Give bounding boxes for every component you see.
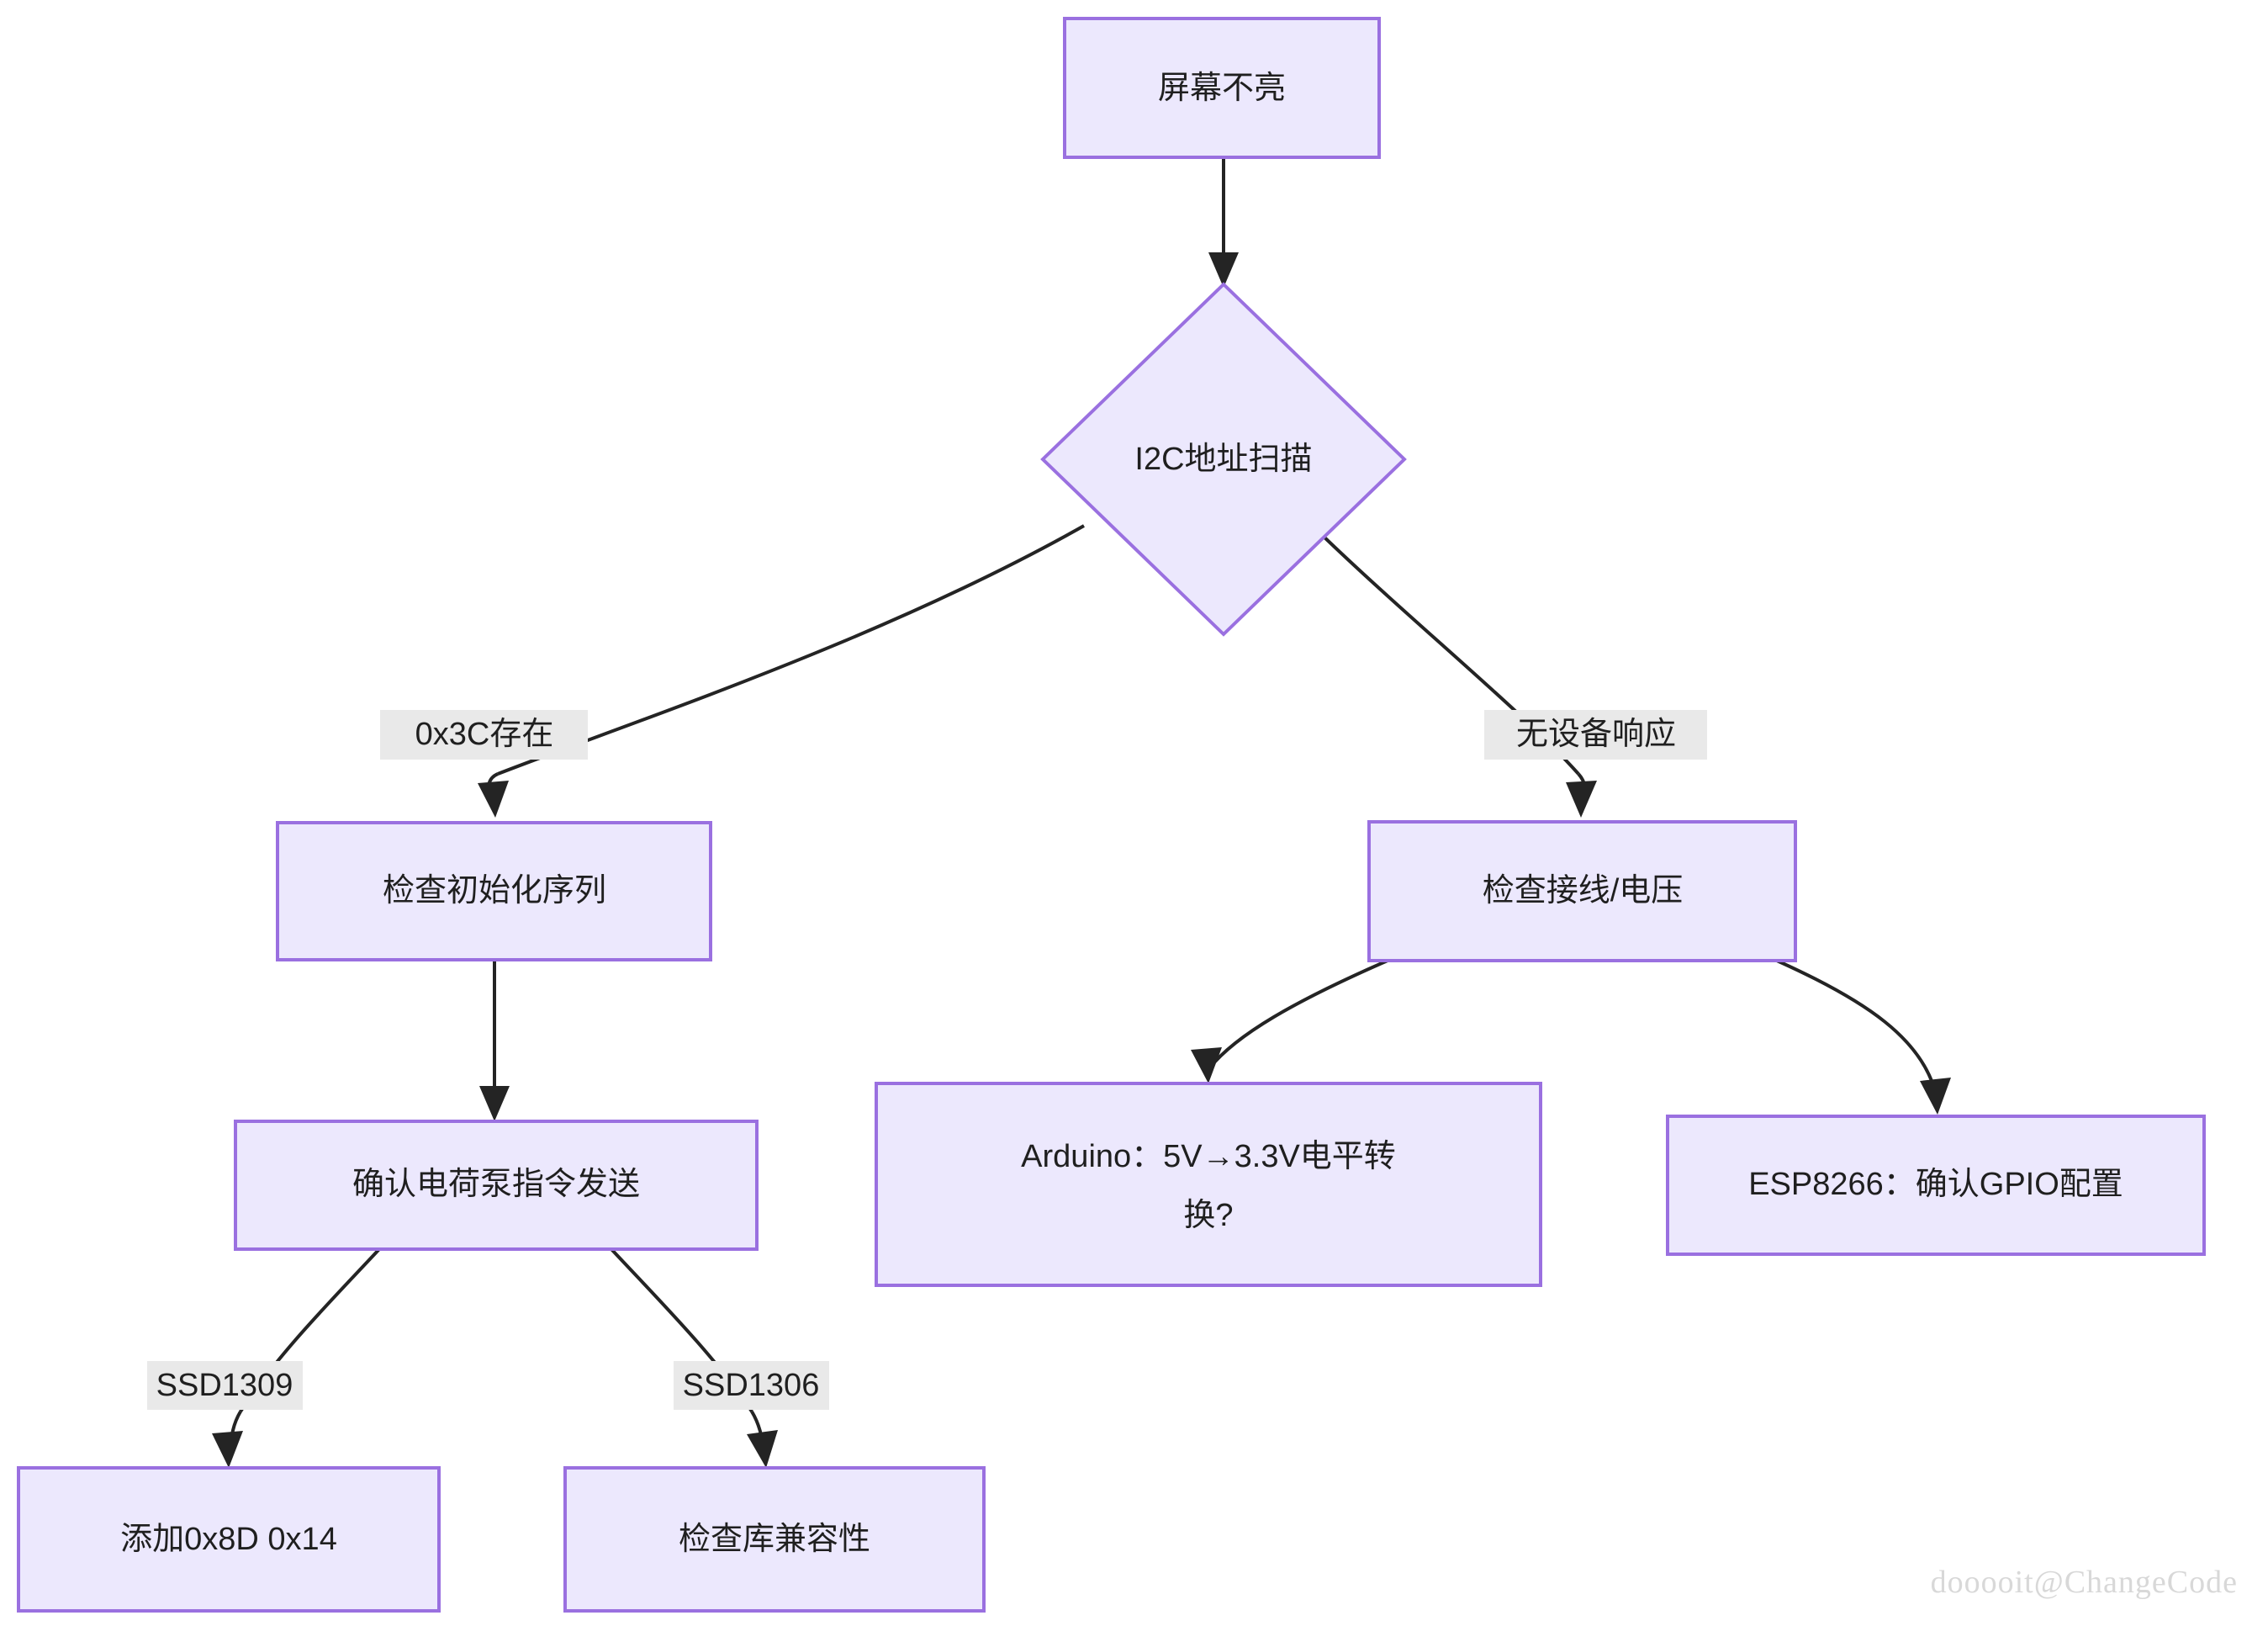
edge-scan-to-init — [478, 524, 1085, 818]
node-screen-not-lit[interactable]: 屏幕不亮 — [1063, 17, 1381, 159]
node-check-lib-compat[interactable]: 检查库兼容性 — [563, 1466, 986, 1613]
node-label-i2c-address-scan: I2C地址扫描 — [1134, 442, 1312, 477]
node-label-check-lib-compat: 检查库兼容性 — [679, 1522, 870, 1557]
edge-label-no-device-response: 无设备响应 — [1484, 710, 1707, 760]
edge-wiring-to-arduino — [1191, 959, 1388, 1083]
node-label-screen-not-lit: 屏幕不亮 — [1158, 71, 1286, 106]
edge-label-text-no-device-response: 无设备响应 — [1516, 717, 1676, 752]
edge-label-text-ssd1306: SSD1306 — [683, 1368, 820, 1403]
edge-label-ssd1306: SSD1306 — [674, 1361, 829, 1410]
node-check-wiring-voltage[interactable]: 检查接线/电压 — [1367, 820, 1797, 962]
node-label-add-0x8d-0x14: 添加0x8D 0x14 — [120, 1522, 337, 1557]
node-label-arduino-level-shift-line2: 换? — [1183, 1198, 1233, 1233]
node-esp8266-gpio-config[interactable]: ESP8266：确认GPIO配置 — [1666, 1115, 2206, 1256]
edge-label-ssd1309: SSD1309 — [147, 1361, 303, 1410]
edge-chargepump-to-lib — [610, 1247, 778, 1468]
node-i2c-address-scan[interactable]: I2C地址扫描 — [1040, 282, 1407, 637]
watermark: dooooit@ChangeCode — [1930, 1565, 2238, 1600]
node-label-esp8266-gpio-config: ESP8266：确认GPIO配置 — [1748, 1167, 2123, 1202]
edge-wiring-to-esp — [1776, 959, 1951, 1115]
node-confirm-charge-pump[interactable]: 确认电荷泵指令发送 — [234, 1120, 759, 1251]
node-layer: 屏幕不亮 I2C地址扫描 检查初始化序列 检查接线/电压 确认电荷泵指令发送 — [17, 17, 2206, 1613]
node-label-arduino-level-shift-line1: Arduino：5V→3.3V电平转 — [1021, 1139, 1396, 1174]
edge-label-text-0x3c-present: 0x3C存在 — [415, 717, 554, 752]
node-label-check-init-sequence: 检查初始化序列 — [383, 873, 606, 908]
node-arduino-level-shift[interactable]: Arduino：5V→3.3V电平转 换? — [875, 1082, 1542, 1287]
edge-chargepump-to-add — [212, 1247, 381, 1468]
node-add-0x8d-0x14[interactable]: 添加0x8D 0x14 — [17, 1466, 441, 1613]
node-label-confirm-charge-pump: 确认电荷泵指令发送 — [352, 1167, 640, 1202]
edge-init-to-chargepump — [479, 960, 510, 1121]
node-label-check-wiring-voltage: 检查接线/电压 — [1483, 873, 1684, 908]
node-check-init-sequence[interactable]: 检查初始化序列 — [276, 821, 712, 961]
edge-label-text-ssd1309: SSD1309 — [156, 1368, 293, 1403]
edge-label-0x3c-present: 0x3C存在 — [380, 710, 588, 760]
edge-label-layer: 0x3C存在 无设备响应 SSD1309 SSD1306 — [147, 710, 1707, 1410]
edge-scan-to-wiring — [1319, 532, 1597, 818]
edge-screen-to-scan — [1208, 157, 1239, 288]
